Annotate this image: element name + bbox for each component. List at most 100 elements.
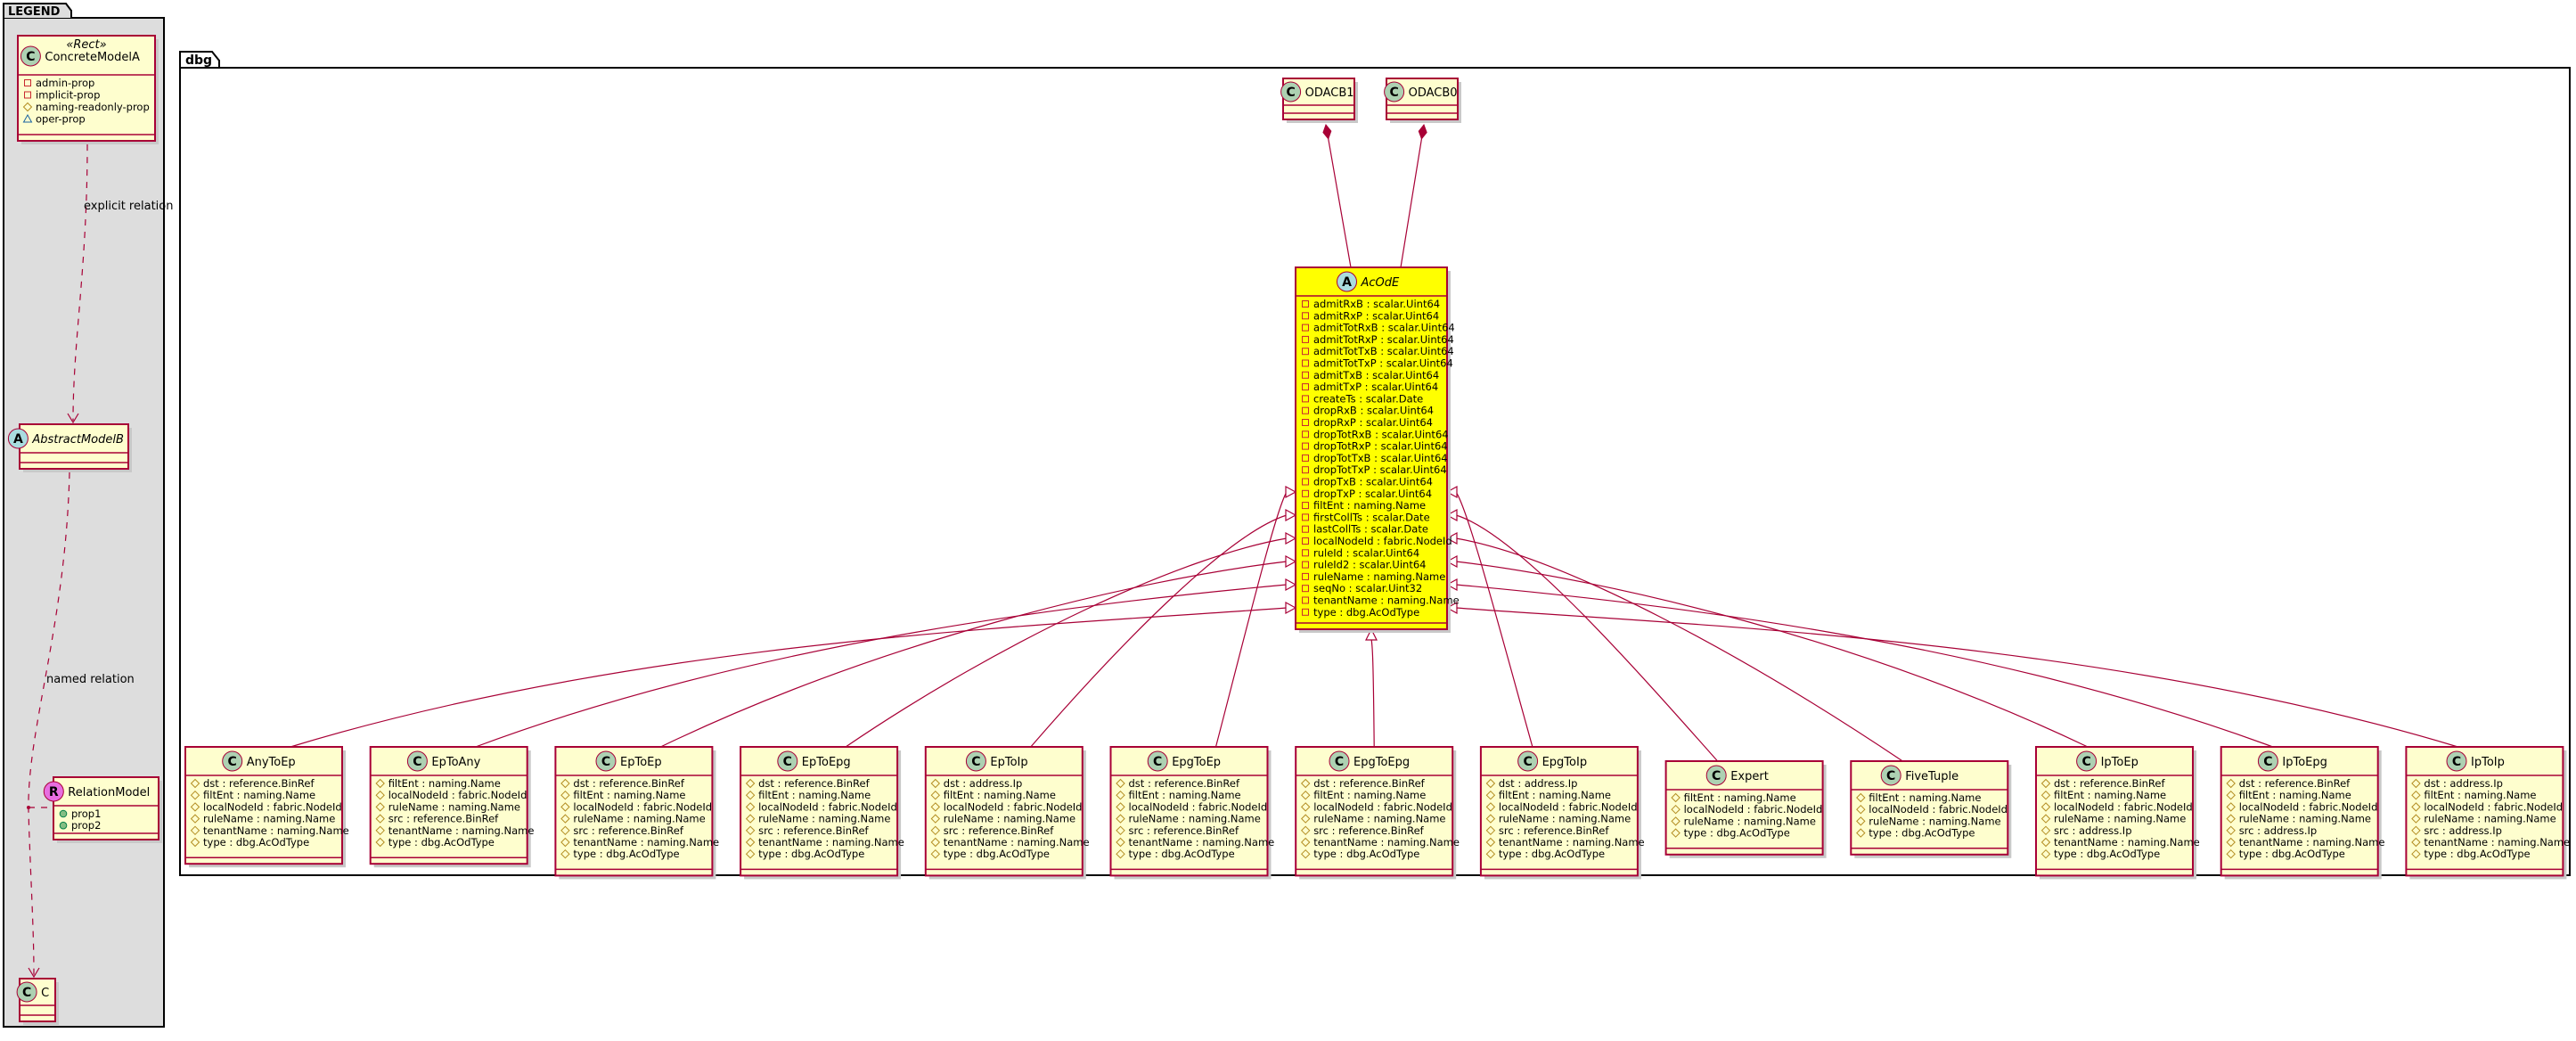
class-attribute: type : dbg.AcOdType	[944, 848, 1050, 860]
class-kind-letter: C	[2081, 755, 2090, 769]
class-attribute: type : dbg.AcOdType	[2239, 848, 2345, 860]
class-attribute: localNodeId : fabric.NodeId	[1869, 803, 2008, 816]
protected-visibility-icon	[2040, 848, 2051, 859]
class-attribute: admitTotRxB : scalar.Uint64	[1313, 322, 1455, 334]
class-attribute: ruleName : naming.Name	[2239, 813, 2371, 825]
protected-visibility-icon	[1300, 837, 1311, 848]
protected-visibility-icon	[1485, 837, 1496, 848]
inheritance-arrow-head	[1445, 601, 1458, 615]
private-visibility-icon	[1302, 466, 1309, 474]
class-attribute: localNodeId : fabric.NodeId	[203, 800, 342, 813]
class-attribute: ruleName : naming.Name	[388, 800, 520, 813]
class-attribute: ruleId2 : scalar.Uint64	[1313, 559, 1426, 571]
public-visibility-icon	[59, 809, 68, 818]
class-name: ConcreteModelA	[45, 51, 140, 64]
protected-visibility-icon	[2226, 790, 2236, 800]
protected-visibility-icon	[1856, 792, 1866, 803]
class-attribute: filtEnt : naming.Name	[203, 789, 315, 801]
class-name: EpgToEp	[1172, 756, 1221, 769]
protected-visibility-icon	[560, 837, 570, 848]
class-icon	[2257, 750, 2278, 772]
class-name: EpToEp	[620, 756, 662, 769]
class-icon	[965, 750, 986, 772]
class-attribute: src : address.Ip	[2054, 824, 2132, 837]
class-kind-letter: C	[2452, 755, 2461, 769]
class-attribute: localNodeId : fabric.NodeId	[573, 800, 712, 813]
inheritance-edge	[1370, 637, 1375, 748]
class-kind-letter: C	[228, 755, 237, 769]
class-attribute: admitTxB : scalar.Uint64	[1313, 369, 1439, 381]
class-attribute: tenantName : naming.Name	[1313, 594, 1460, 607]
inheritance-edge	[1455, 561, 2089, 748]
class-attribute: tenantName : naming.Name	[2054, 836, 2200, 848]
class-attribute: src : address.Ip	[2239, 824, 2318, 837]
class-name: IpToEp	[2101, 756, 2138, 769]
private-visibility-icon	[1302, 585, 1309, 593]
protected-visibility-icon	[190, 802, 200, 812]
inheritance-edge	[1455, 584, 2273, 748]
inheritance-arrow-head	[1445, 508, 1458, 522]
class-icon	[1384, 81, 1405, 102]
private-visibility-icon	[1302, 383, 1309, 391]
class-attribute: dropTotTxP : scalar.Uint64	[1313, 463, 1447, 476]
class-attribute: tenantName : naming.Name	[203, 824, 349, 837]
class-attribute: filtEnt : naming.Name	[1869, 791, 1981, 804]
protected-visibility-icon	[2226, 848, 2236, 859]
protected-visibility-icon	[2040, 825, 2051, 836]
protected-visibility-icon	[2040, 802, 2051, 812]
class-attribute: src : reference.BinRef	[1313, 824, 1424, 837]
protected-visibility-icon	[1671, 816, 1681, 826]
class-box	[2220, 746, 2379, 877]
class-box	[554, 746, 714, 877]
inheritance-edge	[1214, 491, 1288, 748]
class-attribute: localNodeId : fabric.NodeId	[944, 800, 1083, 813]
abstract-class-icon	[1337, 271, 1357, 292]
protected-visibility-icon	[930, 848, 941, 859]
protected-visibility-icon	[1116, 778, 1125, 789]
class-box	[740, 746, 899, 877]
package-visibility-icon	[22, 113, 33, 123]
inheritance-edge	[1455, 537, 1903, 762]
class-name: EpToEpg	[802, 756, 851, 769]
protected-visibility-icon	[2411, 848, 2421, 859]
class-attribute: dst : address.Ip	[2424, 777, 2503, 790]
protected-visibility-icon	[2040, 778, 2051, 789]
protected-visibility-icon	[375, 790, 385, 800]
class-stereotype: «Rect»	[66, 38, 106, 52]
class-box	[1850, 760, 2009, 856]
class-icon	[16, 981, 37, 1003]
class-attribute: dropTxP : scalar.Uint64	[1313, 488, 1432, 500]
named-relation-edge	[28, 471, 70, 976]
protected-visibility-icon	[375, 837, 385, 848]
class-attribute: type : dbg.AcOdType	[1684, 827, 1790, 840]
protected-visibility-icon	[560, 790, 570, 800]
named-relation-label: named relation	[46, 673, 135, 686]
class-attribute: filtEnt : naming.Name	[1313, 499, 1426, 512]
class-attribute: admitRxP : scalar.Uint64	[1313, 309, 1439, 322]
protected-visibility-icon	[1485, 825, 1496, 836]
class-attribute: src : reference.BinRef	[388, 813, 499, 825]
class-attribute: localNodeId : fabric.NodeId	[1499, 800, 1638, 813]
class-attribute: filtEnt : naming.Name	[2239, 789, 2351, 801]
class-icon	[1705, 765, 1727, 786]
